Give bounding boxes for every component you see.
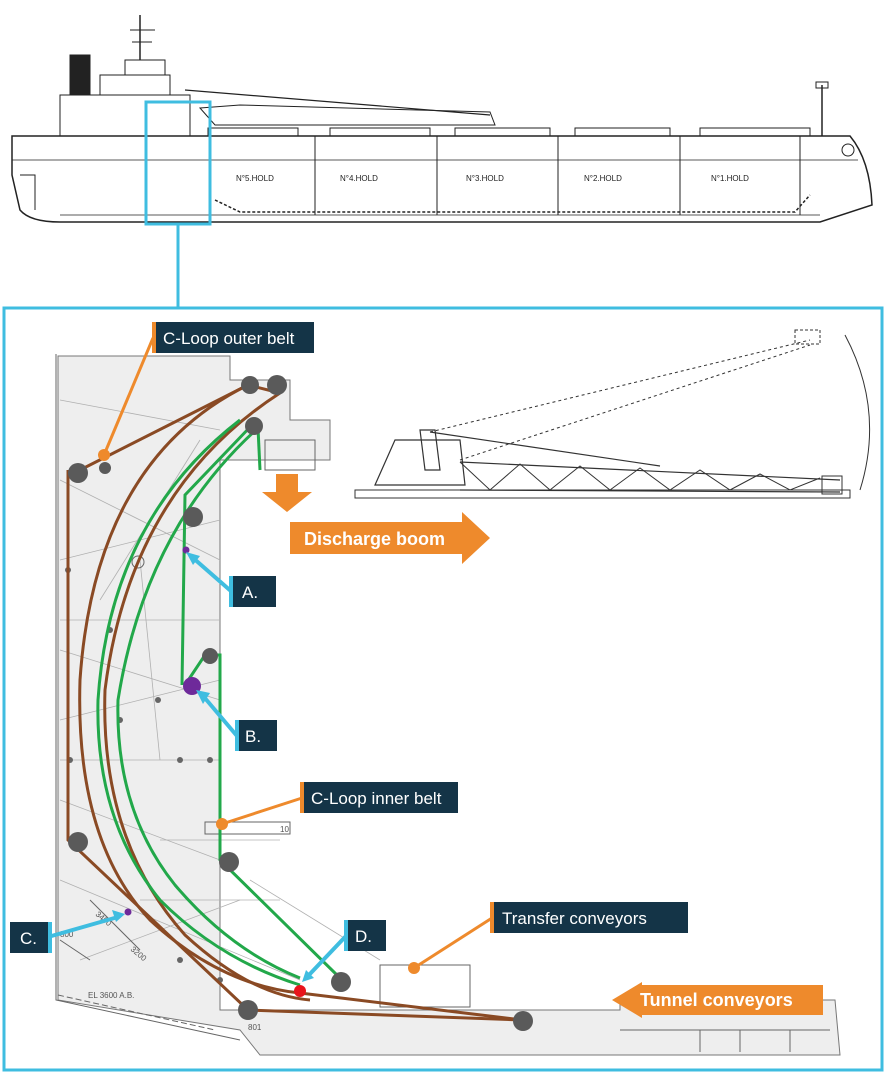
label-point-d: D.: [344, 920, 386, 951]
label-point-b: B.: [235, 720, 277, 751]
point-c-marker: [124, 908, 132, 916]
elevation-label: EL 3600 A.B.: [88, 991, 134, 1000]
arrowhead-b: [196, 690, 210, 704]
transfer-conveyors-label: Transfer conveyors: [502, 909, 647, 928]
frame-label-1: 801: [248, 1023, 262, 1032]
ship-profile: [11, 15, 873, 223]
discharge-boom-arrow: Discharge boom: [290, 512, 490, 564]
pulleys: [68, 375, 533, 1031]
down-arrow-icon: [262, 474, 312, 512]
hold-label-4: N°4.HOLD: [340, 174, 378, 183]
pulley: [513, 1011, 533, 1031]
label-point-c: C.: [10, 922, 52, 953]
point-c-label: C.: [20, 929, 37, 948]
point-d-label: D.: [355, 927, 372, 946]
pulley: [267, 375, 287, 395]
orange-leaders: [102, 337, 493, 970]
point-a-label: A.: [242, 583, 258, 602]
hold-label-1: N°1.HOLD: [711, 174, 749, 183]
label-c-loop-outer: C-Loop outer belt: [152, 322, 314, 353]
label-transfer: Transfer conveyors: [490, 902, 688, 933]
hold-label-2: N°2.HOLD: [584, 174, 622, 183]
arrowhead-d: [302, 970, 314, 982]
point-d-marker: [294, 985, 306, 997]
pulley: [238, 1000, 258, 1020]
highlight-box: [144, 100, 212, 226]
arrowhead-a: [186, 552, 200, 565]
point-b-label: B.: [245, 727, 261, 746]
discharge-boom-label: Discharge boom: [304, 529, 445, 549]
pulley: [202, 648, 218, 664]
pulley: [99, 462, 111, 474]
pulley: [219, 852, 239, 872]
hold-label-3: N°3.HOLD: [466, 174, 504, 183]
dim-label-3: 800: [60, 930, 74, 939]
pulley: [331, 972, 351, 992]
tunnel-conveyors-arrow: Tunnel conveyors: [612, 982, 823, 1018]
pulley: [245, 417, 263, 435]
c-loop-outer-label: C-Loop outer belt: [163, 329, 295, 348]
leader-dot-outer: [98, 449, 110, 461]
label-point-a: A.: [229, 576, 276, 607]
leader-dot-transfer: [408, 962, 420, 974]
c-loop-inner-label: C-Loop inner belt: [311, 789, 442, 808]
pulley: [68, 832, 88, 852]
leader-dot-inner: [216, 818, 228, 830]
hold-labels: N°5.HOLD N°4.HOLD N°3.HOLD N°2.HOLD N°1.…: [236, 174, 749, 183]
point-a-marker: [182, 546, 190, 554]
blue-leaders: [47, 555, 348, 978]
tunnel-conveyors-label: Tunnel conveyors: [640, 990, 793, 1010]
pulley: [183, 507, 203, 527]
arrowhead-c: [112, 910, 125, 922]
label-c-loop-inner: C-Loop inner belt: [300, 782, 458, 813]
c-loop-inner-belt: [96, 418, 342, 987]
discharge-boom-drawing: [354, 329, 871, 499]
pulley: [241, 376, 259, 394]
hold-label-5: N°5.HOLD: [236, 174, 274, 183]
frame-label-2: 10: [280, 825, 289, 834]
pulley: [68, 463, 88, 483]
